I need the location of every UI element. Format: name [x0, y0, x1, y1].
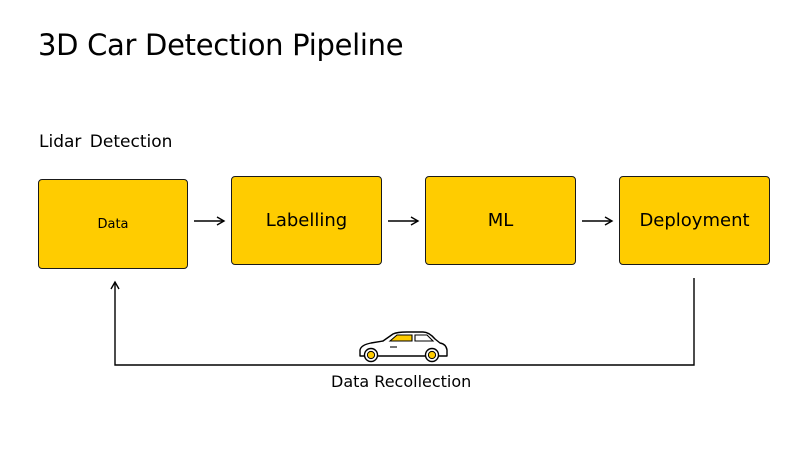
section-subtitle: Lidar Detection — [39, 132, 173, 152]
car-icon — [359, 331, 448, 363]
node-data: Data — [38, 179, 188, 269]
node-deployment-label: Deployment — [639, 210, 750, 231]
node-deployment: Deployment — [619, 176, 770, 265]
node-labelling: Labelling — [231, 176, 382, 265]
node-ml-label: ML — [487, 210, 514, 231]
node-data-label: Data — [97, 216, 129, 232]
feedback-loop-line — [110, 278, 695, 366]
slide-title: 3D Car Detection Pipeline — [38, 28, 404, 62]
node-ml: ML — [425, 176, 576, 265]
node-labelling-label: Labelling — [265, 210, 348, 231]
feedback-label: Data Recollection — [331, 372, 472, 391]
